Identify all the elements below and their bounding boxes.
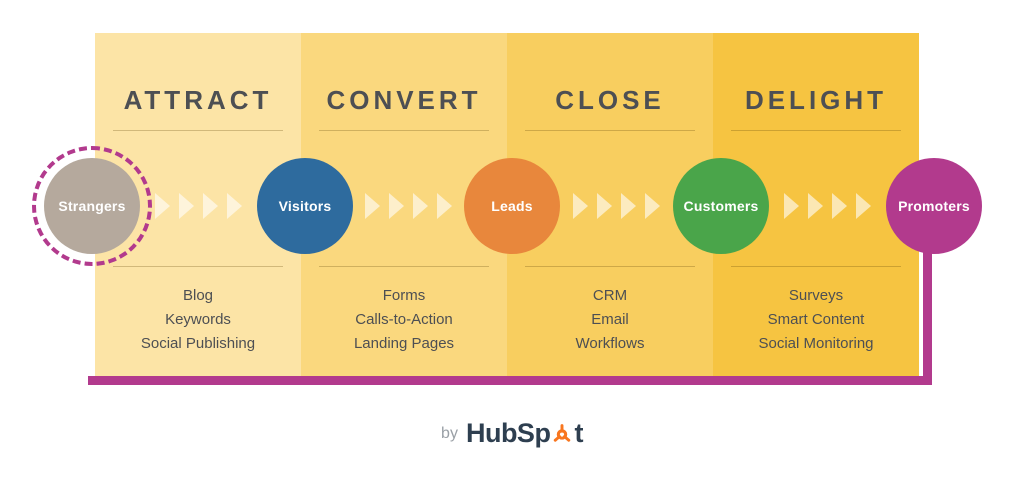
divider [113, 130, 283, 131]
stage-tool: Forms [382, 287, 426, 304]
stage-tool: Social Publishing [140, 335, 256, 352]
persona-visitors: Visitors [257, 158, 353, 254]
chevron-right-icon [413, 193, 428, 219]
chevron-right-icon [155, 193, 170, 219]
chevron-right-icon [437, 193, 452, 219]
stage-tool: Keywords [165, 311, 231, 328]
chevron-right-icon [573, 193, 588, 219]
stage-tools-list: CRM Email Workflows [507, 284, 713, 356]
brand-text-pre: HubSp [465, 418, 551, 448]
persona-leads: Leads [464, 158, 560, 254]
flow-arrows [573, 193, 660, 219]
stage-tool: Surveys [788, 287, 844, 304]
funnel-frame-right [923, 206, 932, 385]
stage-tool: Workflows [575, 335, 645, 352]
chevron-right-icon [227, 193, 242, 219]
strangers-dashed-ring [32, 146, 152, 266]
chevron-right-icon [808, 193, 823, 219]
chevron-right-icon [856, 193, 871, 219]
stage-title: CLOSE [555, 85, 665, 115]
chevron-right-icon [645, 193, 660, 219]
persona-customers: Customers [673, 158, 769, 254]
divider [731, 130, 901, 131]
stage-tool: Smart Content [767, 311, 865, 328]
chevron-right-icon [832, 193, 847, 219]
divider [319, 266, 489, 267]
by-label: by [441, 424, 458, 442]
brand-text-post: t [574, 418, 583, 448]
chevron-right-icon [365, 193, 380, 219]
stage-tool: Blog [182, 287, 214, 304]
divider [525, 266, 695, 267]
divider [319, 130, 489, 131]
chevron-right-icon [784, 193, 799, 219]
chevron-right-icon [203, 193, 218, 219]
stage-tool: Calls-to-Action [355, 311, 453, 328]
chevron-right-icon [597, 193, 612, 219]
chevron-right-icon [179, 193, 194, 219]
divider [731, 266, 901, 267]
persona-strangers: Strangers [44, 158, 140, 254]
stage-tool: Social Monitoring [758, 335, 874, 352]
stage-tool: CRM [592, 287, 628, 304]
flow-arrows [365, 193, 452, 219]
stage-title: CONVERT [326, 85, 482, 115]
divider [525, 130, 695, 131]
divider [113, 266, 283, 267]
stage-title: ATTRACT [123, 85, 273, 115]
flow-arrows [784, 193, 871, 219]
persona-promoters: Promoters [886, 158, 982, 254]
hubspot-sprocket-icon [554, 423, 571, 442]
stage-tool: Email [591, 311, 629, 328]
stage-tools-list: Forms Calls-to-Action Landing Pages [301, 284, 507, 356]
stage-tools-list: Surveys Smart Content Social Monitoring [713, 284, 919, 356]
stage-tool: Landing Pages [353, 335, 455, 352]
flow-arrows [155, 193, 242, 219]
hubspot-logo: HubSp t [466, 418, 583, 449]
chevron-right-icon [621, 193, 636, 219]
stage-title: DELIGHT [744, 85, 888, 115]
stage-tools-list: Blog Keywords Social Publishing [95, 284, 301, 356]
chevron-right-icon [389, 193, 404, 219]
funnel-frame-bottom [88, 376, 932, 385]
footer-brand: by HubSp t [0, 418, 1024, 449]
